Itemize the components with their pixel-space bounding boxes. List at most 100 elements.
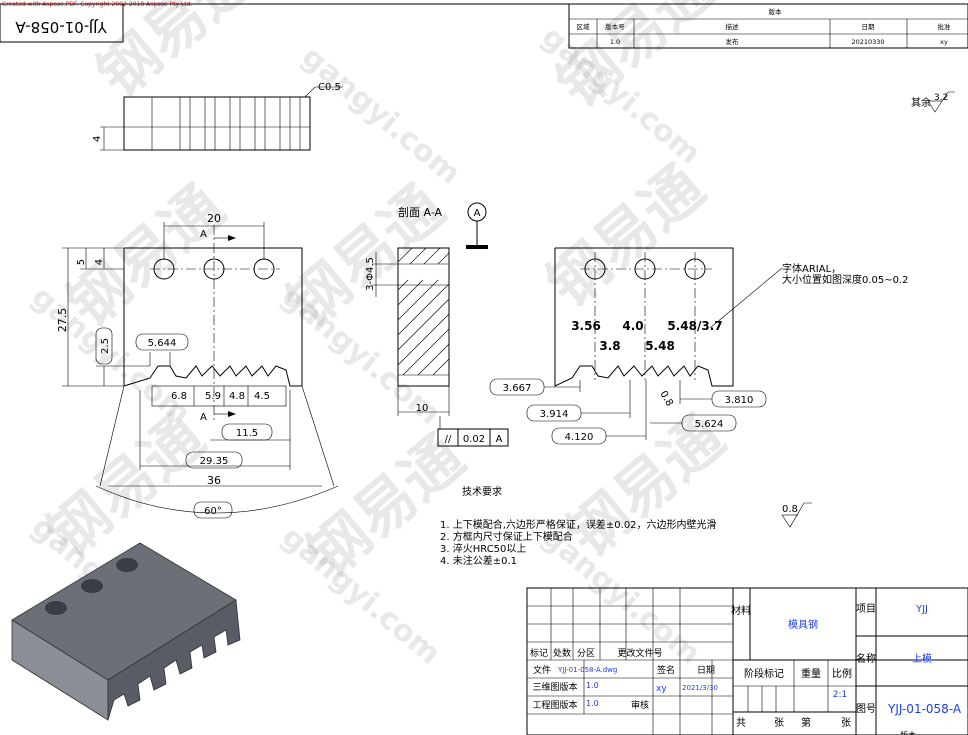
engraved-3-56: 3.56 (571, 319, 601, 333)
revision-version: 1.0 (610, 38, 620, 46)
engraved-5-48: 5.48 (645, 339, 675, 353)
drawing-number-rotated: YJJ-01-058-A (15, 18, 108, 36)
dim-5: 5 (76, 259, 87, 265)
chamfer-label: C0.5 (318, 82, 341, 93)
section-view: 剖面 A-A A 3-Φ4.5 10 // 0.02 A (365, 202, 509, 447)
revision-header-description: 描述 (726, 22, 740, 31)
change-zone: 分区 (577, 648, 595, 659)
revision-table-title: 版本 (769, 7, 783, 16)
section-width-dim: 10 (416, 403, 429, 414)
version-tag: 版本 (900, 730, 916, 735)
weight-label: 重量 (801, 667, 821, 680)
roughness-general: 其余 3.2 (911, 91, 955, 113)
engrave-note-line1: 字体ARIAL， (782, 262, 841, 275)
dim-36: 36 (207, 474, 221, 487)
dim-5-624: 5.624 (695, 419, 724, 430)
tech-req-item-3: 3. 淬火HRC50以上 (440, 542, 526, 555)
sign-date: 2021/3/30 (682, 684, 718, 692)
total-label: 共 (736, 717, 746, 729)
tolerance-datum: A (496, 434, 503, 445)
tolerance-symbol: // (445, 434, 452, 445)
dim-11-5: 11.5 (236, 428, 258, 439)
roughness-other-label: 其余 (911, 96, 931, 109)
page-label: 第 (801, 716, 811, 729)
tech-req-title: 技术要求 (462, 485, 502, 498)
technical-requirements: 技术要求 1. 上下模配合,六边形严格保证，误差±0.02，六边形内壁光滑 2.… (440, 485, 812, 567)
slot-dim-3: 4.8 (229, 391, 245, 402)
roughness-other-value: 3.2 (934, 93, 948, 103)
title-block: 材料 模具钢 项目 YJJ 名称 上模 图号 YJJ-01-058-A 标记 处… (526, 587, 968, 735)
top-view-dim-4: 4 (92, 136, 103, 142)
drawing-version-value: 1.0 (586, 699, 599, 708)
section-title: 剖面 A-A (398, 205, 443, 219)
dim-3-914: 3.914 (540, 409, 569, 420)
review-label: 审核 (631, 699, 649, 711)
engraved-4-0: 4.0 (622, 319, 643, 333)
date-label: 日期 (697, 665, 715, 676)
dim-2-5: 2.5 (100, 338, 111, 354)
roughness-value: 0.8 (782, 504, 798, 515)
top-view: C0.5 4 (92, 82, 343, 151)
project-value: YJJ (915, 604, 928, 615)
name-value: 上模 (912, 653, 932, 665)
datum-circle-label: A (474, 208, 481, 219)
tech-req-item-4: 4. 未注公差±0.1 (440, 554, 517, 567)
dim-4-120: 4.120 (565, 432, 594, 443)
material-label-1: 材料 (731, 604, 751, 617)
revision-header-version: 版本号 (605, 22, 625, 31)
change-doc: 更改文件号 (617, 647, 662, 659)
svg-text:gangyi.com: gangyi.com (295, 39, 467, 191)
drawing-value: YJJ-01-058-A (887, 702, 962, 716)
dim-27-5: 27.5 (56, 308, 69, 333)
section-mark-top: A (200, 229, 207, 240)
scale-value: 2:1 (833, 690, 847, 700)
file-label: 文件 (533, 664, 551, 676)
dia-dim: 3-Φ4.5 (365, 257, 376, 291)
material-value: 模具钢 (788, 618, 818, 631)
sign-label: 签名 (657, 664, 675, 676)
engraved-3-8: 3.8 (599, 339, 620, 353)
svg-text:钢易通: 钢易通 (85, 0, 268, 111)
change-count: 处数 (553, 647, 571, 659)
tech-req-item-1: 1. 上下模配合,六边形严格保证，误差±0.02，六边形内壁光滑 (440, 518, 717, 531)
project-label: 项目 (856, 603, 876, 615)
revision-description: 发布 (726, 37, 740, 46)
model-version-value: 1.0 (586, 681, 599, 690)
dim-0-8: 0.8 (657, 389, 674, 408)
slot-dim-1: 6.8 (171, 391, 187, 402)
slot-dim-2: 5.9 (205, 391, 221, 402)
stage-label: 阶段标记 (744, 667, 784, 680)
slot-dim-4: 4.5 (254, 391, 270, 402)
angle-60: 60° (204, 506, 222, 517)
revision-header-approval: 批准 (938, 22, 952, 31)
section-mark-bottom: A (200, 412, 207, 423)
signer: xy (656, 684, 667, 694)
dim-5-644: 5.644 (148, 338, 177, 349)
isometric-view (11, 542, 241, 721)
dim-3-667: 3.667 (503, 383, 532, 394)
revision-date: 20210330 (851, 38, 884, 46)
revision-header-zone: 区域 (577, 22, 591, 31)
sheet-label: 张 (774, 717, 784, 729)
change-mark: 标记 (530, 647, 548, 659)
model-version-label: 三维图版本 (532, 681, 577, 693)
revision-table: 版本 区域 版本号 描述 日期 批准 1.0 发布 20210330 xy (568, 3, 968, 49)
drawing-number-box: YJJ-01-058-A (0, 3, 124, 43)
engrave-note-line2: 大小位置如图深度0.05~0.2 (782, 273, 909, 286)
right-view: 3.56 4.0 5.48/3.7 3.8 5.48 字体ARIAL， 大小位置… (489, 247, 909, 445)
file-value: YJJ-01-058-A.dwg (557, 666, 617, 674)
name-label: 名称 (856, 652, 876, 665)
front-view: 20 A A 27.5 5 4 2.5 5.644 6.8 5.9 (56, 212, 339, 519)
sheet-label-2: 张 (841, 717, 851, 729)
svg-text:钢易通: 钢易通 (535, 152, 718, 321)
drawing-label: 图号 (856, 703, 876, 715)
revision-header-date: 日期 (862, 23, 876, 31)
drawing-version-label: 工程图版本 (532, 699, 577, 711)
scale-label: 比例 (832, 667, 852, 680)
revision-approver: xy (940, 38, 948, 46)
tolerance-value: 0.02 (463, 434, 485, 445)
tech-req-item-2: 2. 方框内尺寸保证上下模配合 (440, 530, 573, 543)
dim-4: 4 (94, 259, 105, 265)
engraved-5-48-3-7: 5.48/3.7 (667, 319, 722, 333)
